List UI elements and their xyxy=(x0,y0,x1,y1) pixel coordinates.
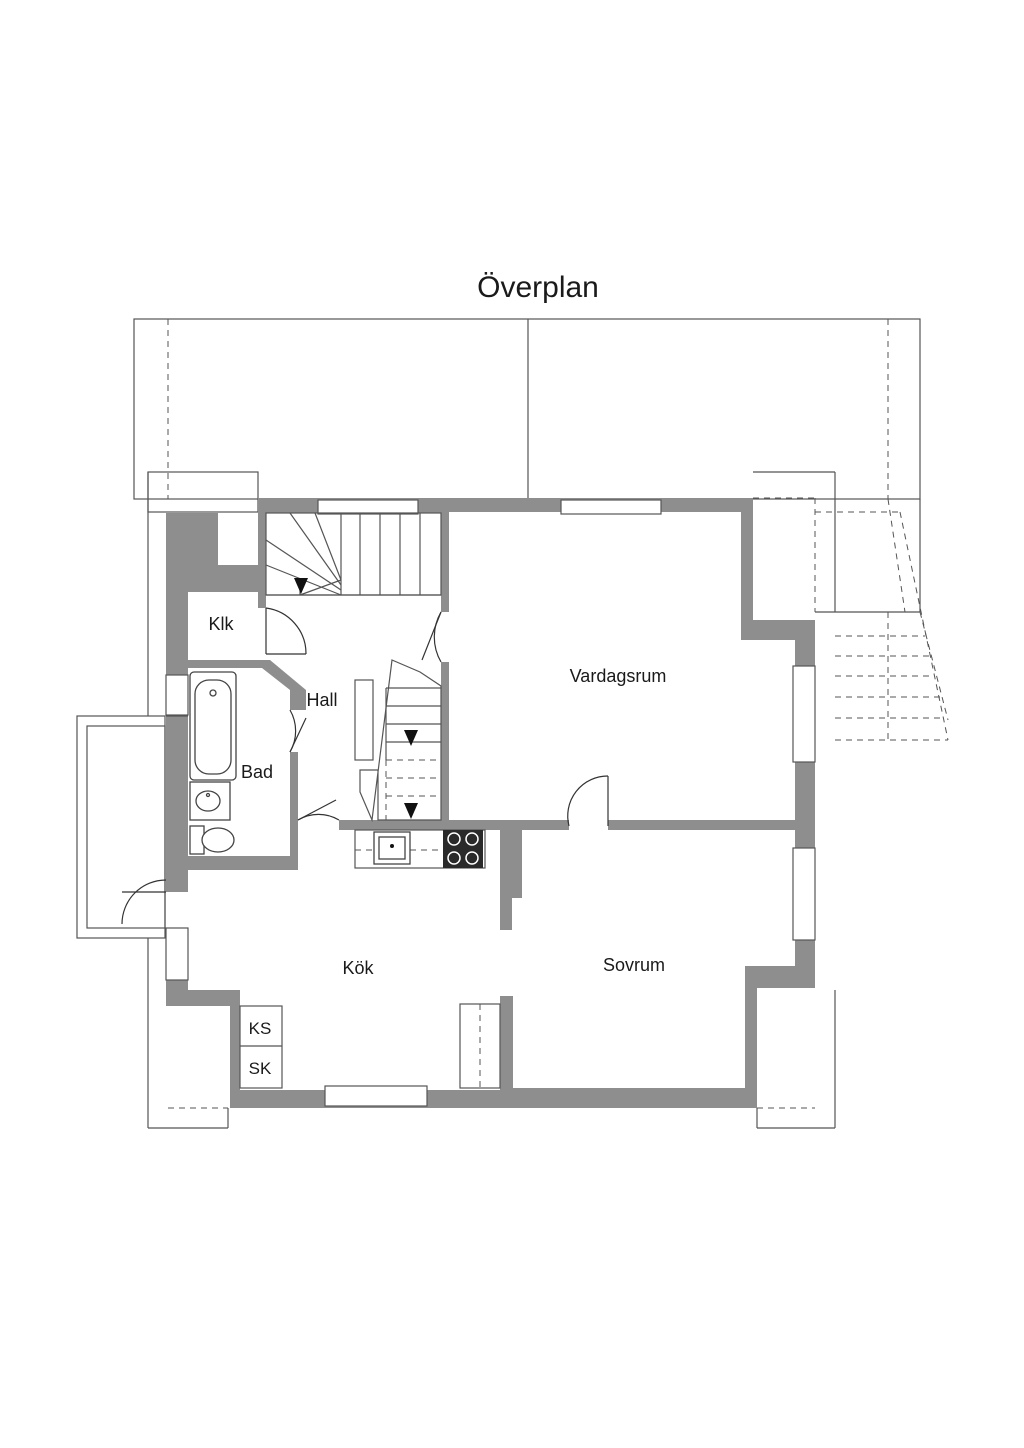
appliance-label-sk: SK xyxy=(249,1059,272,1078)
wardrobe xyxy=(459,1003,501,1089)
kitchen-counter xyxy=(354,829,486,869)
balcony xyxy=(76,715,166,939)
room-label-klk: Klk xyxy=(208,614,234,634)
room-label-sovrum: Sovrum xyxy=(603,955,665,975)
exterior-stairs xyxy=(815,498,949,741)
outer-outlines xyxy=(147,471,836,1129)
windows xyxy=(165,499,816,1107)
bathroom-fixtures xyxy=(166,671,237,855)
main-staircase xyxy=(265,512,442,596)
room-label-kok: Kök xyxy=(342,958,374,978)
room-label-vardagsrum: Vardagsrum xyxy=(570,666,667,686)
room-label-bad: Bad xyxy=(241,762,273,782)
lower-staircase xyxy=(354,659,442,823)
appliance-label-ks: KS xyxy=(249,1019,272,1038)
appliance-boxes xyxy=(239,1005,283,1089)
room-label-hall: Hall xyxy=(306,690,337,710)
doors xyxy=(121,607,609,925)
plan-title: Överplan xyxy=(477,271,599,304)
walls xyxy=(166,498,815,1108)
